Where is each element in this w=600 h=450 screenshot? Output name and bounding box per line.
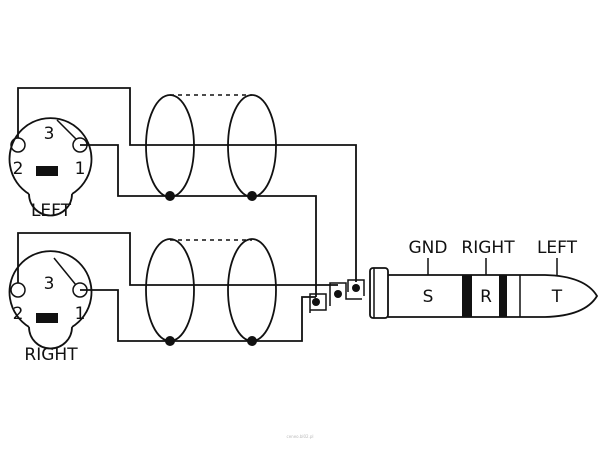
cable-right-shield-ellipse-1 <box>145 238 195 342</box>
xlr-left-key <box>36 166 58 176</box>
jack-ring-label: R <box>480 287 492 307</box>
cable-left-shield-join-1 <box>165 191 175 201</box>
jack-right-channel-label: RIGHT <box>461 238 515 258</box>
cable-right-channel <box>17 232 338 346</box>
xlr-left-pin-3-label: 3 <box>44 124 55 144</box>
xlr-right-key <box>36 313 58 323</box>
jack-collar <box>369 267 389 319</box>
jack-solder-terminals <box>309 279 365 313</box>
jack-sleeve-label: S <box>423 287 434 307</box>
xlr-right-bridge <box>53 257 77 286</box>
xlr-right-body <box>8 250 93 328</box>
cable-left-shield-ellipse-2 <box>227 94 277 198</box>
jack-insulator-2 <box>499 275 507 317</box>
xlr-left-pin-1-label: 1 <box>75 159 86 179</box>
jack-tip-label: T <box>551 287 563 307</box>
wire-left-ground <box>80 144 317 297</box>
cable-left-shield-join-2 <box>247 191 257 201</box>
xlr-right-pin-2-contact <box>10 282 26 298</box>
watermark: ceneo.bl02.pl <box>287 434 314 439</box>
jack-shaft-outline <box>388 274 599 318</box>
wire-left-signal <box>17 87 357 282</box>
terminal-tip-box <box>347 279 365 296</box>
xlr-left-body <box>8 117 93 195</box>
cable-left-channel <box>17 87 357 297</box>
terminal-ring-dot <box>334 290 342 298</box>
jack-insulator-1 <box>462 275 472 317</box>
stereo-jack-plug: S R T GND RIGHT LEFT <box>369 238 599 319</box>
xlr-left-pin-2-contact <box>10 137 26 153</box>
jack-gnd-label: GND <box>409 238 448 258</box>
cable-right-shield-join-1 <box>165 336 175 346</box>
xlr-right-pin-1-label: 1 <box>75 304 86 324</box>
terminal-ground-dot <box>312 298 320 306</box>
terminal-ring-box <box>329 282 362 306</box>
terminal-tip-dot <box>352 284 360 292</box>
wire-right-signal <box>17 232 338 286</box>
cable-right-shield-join-2 <box>247 336 257 346</box>
xlr-right-pin-3-label: 3 <box>44 274 55 294</box>
xlr-left-label: LEFT <box>31 201 72 221</box>
cable-right-shield-ellipse-2 <box>227 238 277 342</box>
xlr-right-label: RIGHT <box>24 345 78 365</box>
wire-right-ground <box>80 289 316 342</box>
cable-left-shield-ellipse-1 <box>145 94 195 198</box>
xlr-left-pin-2-label: 2 <box>13 159 24 179</box>
xlr-right-pin-2-label: 2 <box>13 304 24 324</box>
xlr-left-notch <box>28 193 73 217</box>
xlr-connector-right: 3 2 1 RIGHT <box>8 250 93 365</box>
xlr-left-bridge <box>56 119 77 140</box>
xlr-connector-left: 3 2 1 LEFT <box>8 117 93 221</box>
terminal-ground-box <box>309 293 327 313</box>
xlr-right-notch <box>28 326 73 350</box>
jack-left-channel-label: LEFT <box>537 238 578 258</box>
